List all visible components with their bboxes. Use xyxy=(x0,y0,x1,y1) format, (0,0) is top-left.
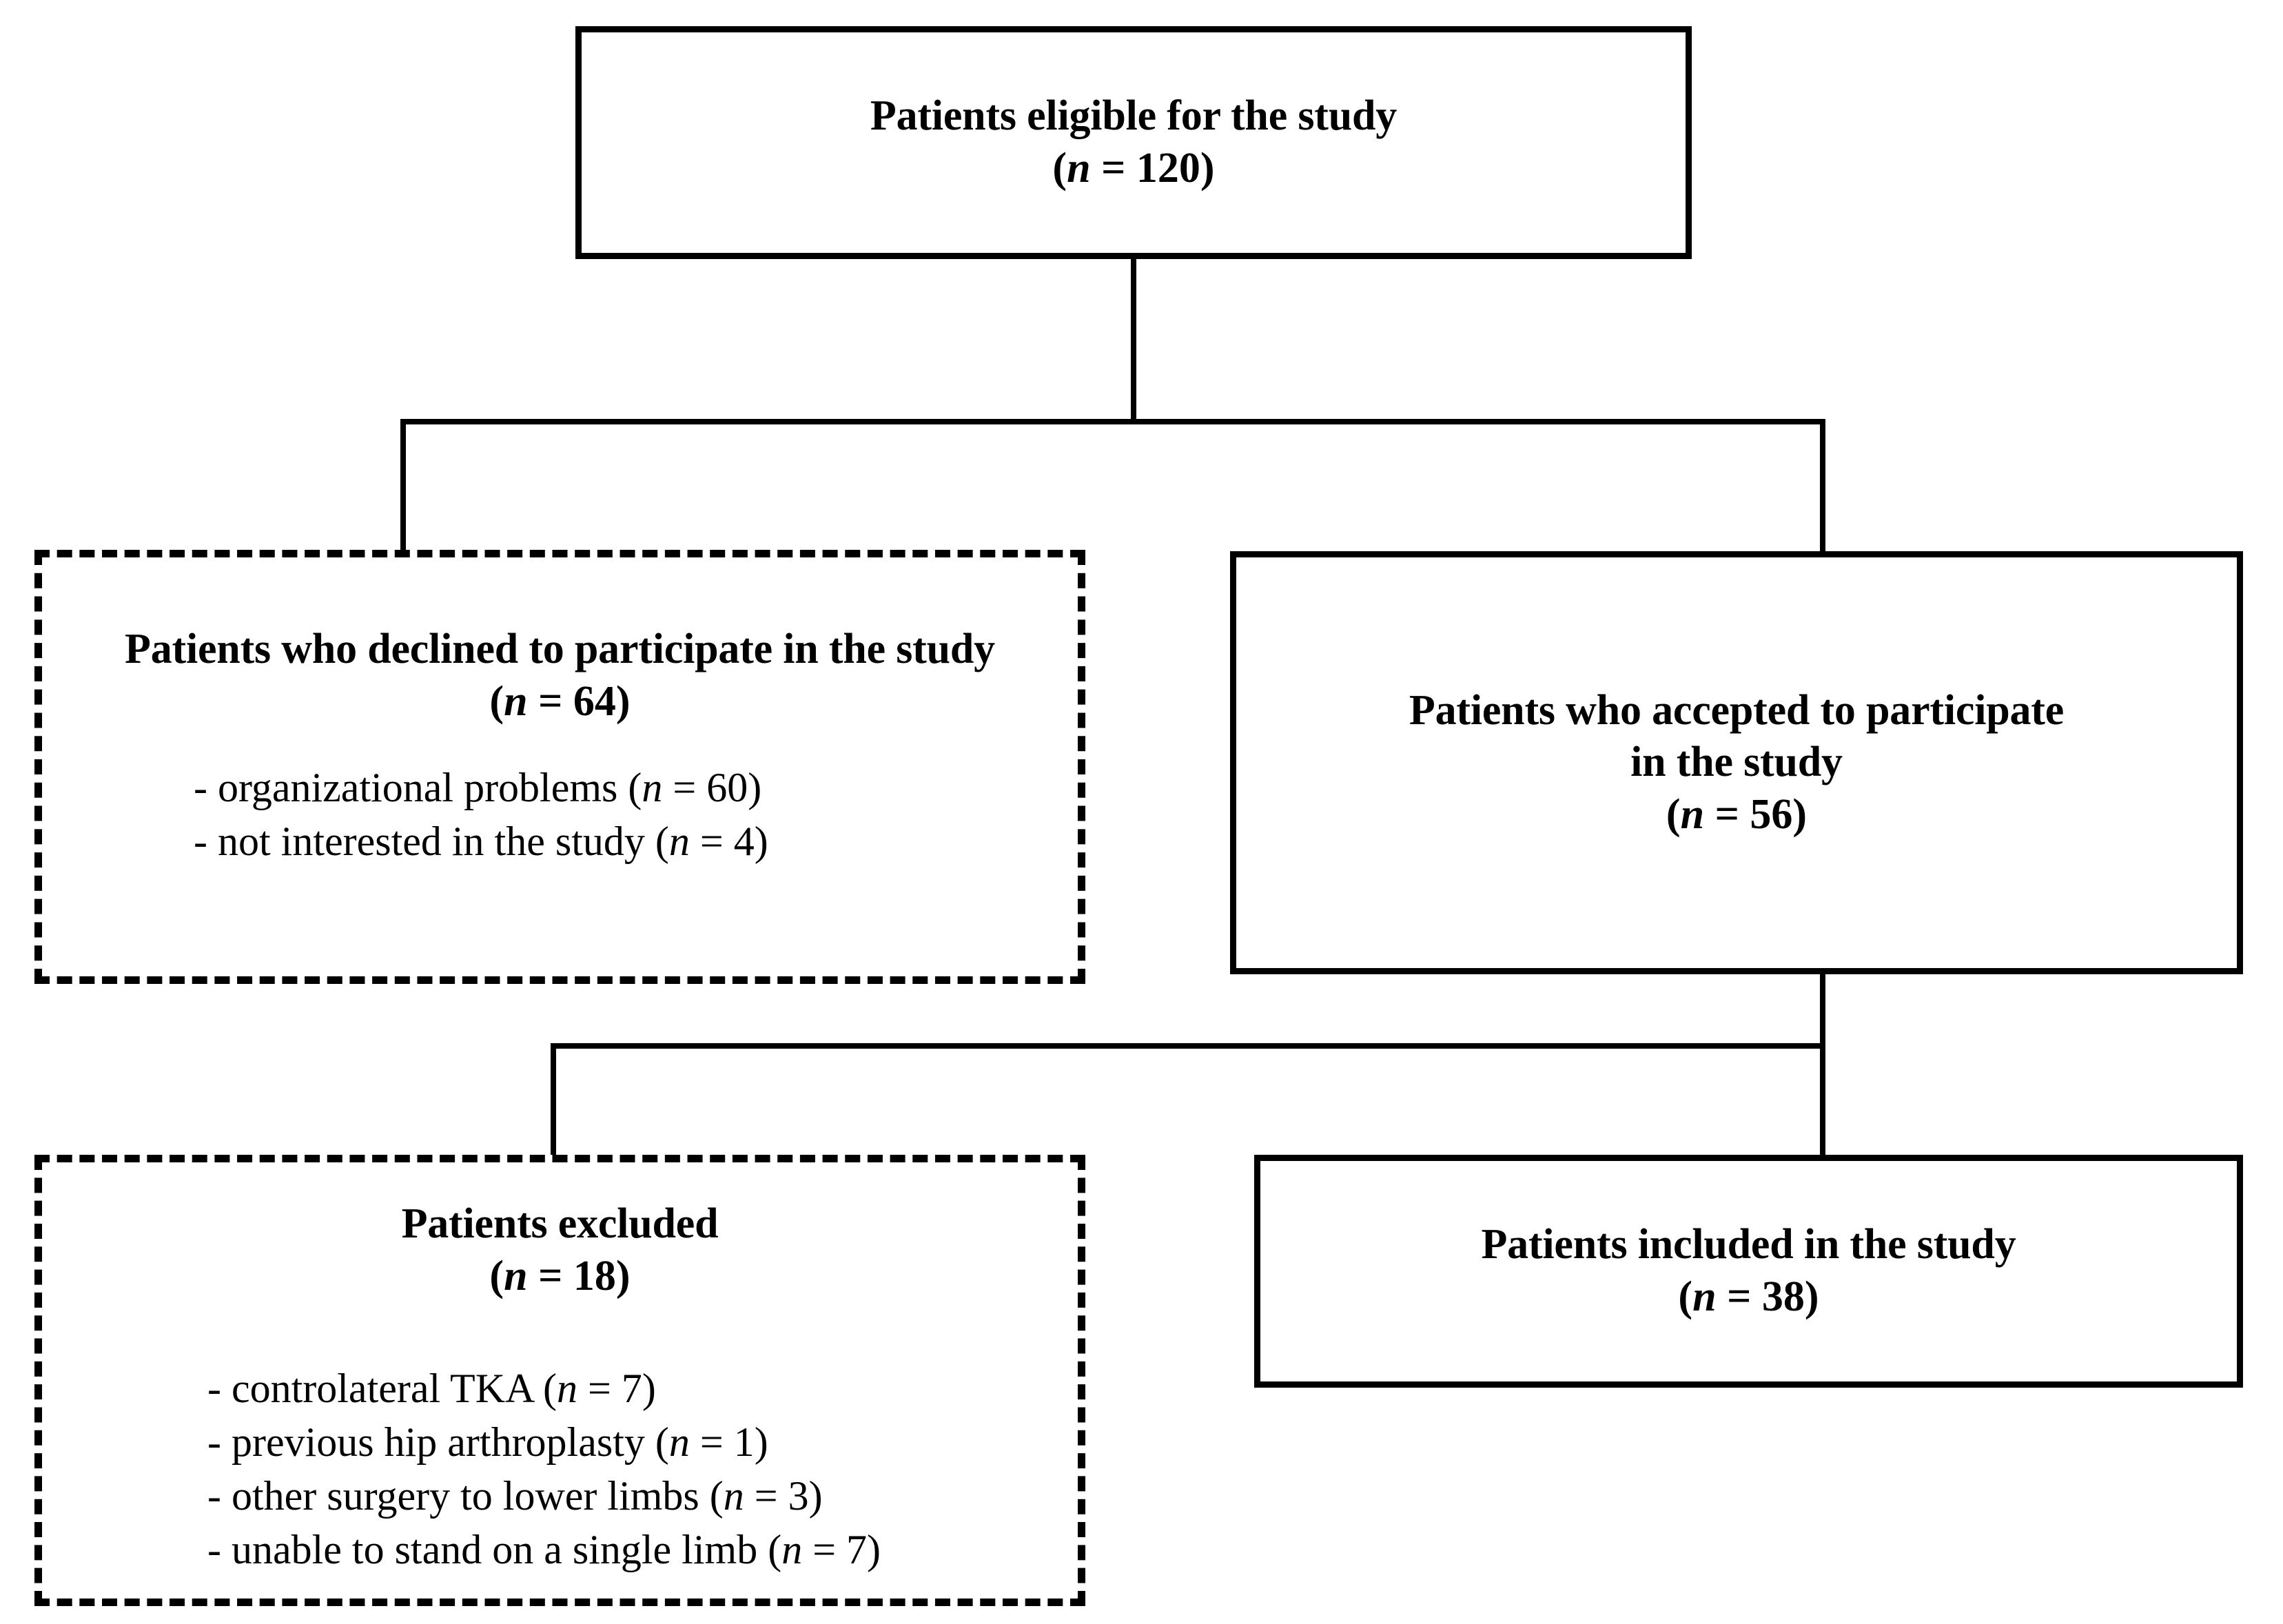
italic-n: n xyxy=(1067,145,1091,192)
node-patients-included: Patients included in the study (n = 38) xyxy=(1254,1155,2243,1388)
node-accepted-count: (n = 56) xyxy=(1666,790,1808,838)
excluded-reason-0-label: - controlateral TKA ( xyxy=(207,1366,557,1412)
edge-branch2-to-excluded xyxy=(551,1043,556,1160)
excluded-reason-2-close: ) xyxy=(808,1473,823,1519)
declined-reason-1-value: 4 xyxy=(733,819,755,865)
excluded-reason-1-value: 1 xyxy=(733,1419,755,1466)
declined-reason-1-label: - not interested in the study ( xyxy=(194,819,669,865)
italic-n: n xyxy=(668,1419,690,1466)
node-patients-declined: Patients who declined to participate in … xyxy=(34,550,1085,984)
edge-branch1-to-declined xyxy=(400,419,406,557)
edge-branch2-bar xyxy=(551,1043,1825,1049)
node-included-title: Patients included in the study xyxy=(1481,1221,2016,1268)
declined-reason-0-eq: = xyxy=(662,765,707,811)
list-item: - previous hip arthroplasty (n = 1) xyxy=(207,1415,881,1469)
node-patients-excluded: Patients excluded (n = 18) - controlater… xyxy=(34,1155,1085,1606)
edge-branch1-to-accepted xyxy=(1820,419,1825,554)
declined-reason-0-close: ) xyxy=(748,765,762,811)
excluded-reason-2-eq: = xyxy=(744,1473,788,1519)
italic-n: n xyxy=(1680,790,1705,838)
edge-accepted-to-branch2 xyxy=(1820,972,1825,1049)
excluded-reason-0-close: ) xyxy=(642,1366,656,1412)
italic-n: n xyxy=(504,1252,528,1299)
excluded-reason-3-close: ) xyxy=(867,1527,881,1573)
list-item: - controlateral TKA (n = 7) xyxy=(207,1361,881,1415)
node-excluded-count: (n = 18) xyxy=(489,1252,631,1299)
edge-branch1-bar xyxy=(400,419,1825,424)
declined-reason-0-label: - organizational problems ( xyxy=(194,765,642,811)
declined-reason-1-close: ) xyxy=(754,819,768,865)
excluded-reason-0-value: 7 xyxy=(621,1366,642,1412)
node-declined-count: (n = 64) xyxy=(489,677,631,725)
declined-reason-1-eq: = xyxy=(689,819,734,865)
excluded-reason-1-eq: = xyxy=(689,1419,734,1466)
excluded-reason-2-value: 3 xyxy=(788,1473,809,1519)
list-item: - organizational problems (n = 60) xyxy=(194,761,768,814)
italic-n: n xyxy=(668,819,690,865)
italic-n: n xyxy=(1692,1273,1717,1320)
node-declined-title: Patients who declined to participate in … xyxy=(125,626,995,672)
declined-reason-0-value: 60 xyxy=(706,765,748,811)
italic-n: n xyxy=(504,677,528,725)
node-patients-eligible: Patients eligible for the study (n = 120… xyxy=(575,26,1692,259)
excluded-reason-1-close: ) xyxy=(754,1419,768,1466)
italic-n: n xyxy=(557,1366,578,1412)
excluded-reason-1-label: - previous hip arthroplasty ( xyxy=(207,1419,669,1466)
excluded-reason-2-label: - other surgery to lower limbs ( xyxy=(207,1473,724,1519)
node-patients-accepted: Patients who accepted to participate in … xyxy=(1230,551,2243,974)
node-eligible-count: (n = 120) xyxy=(1052,145,1215,192)
edge-eligible-to-branch1 xyxy=(1131,256,1136,423)
list-item: - unable to stand on a single limb (n = … xyxy=(207,1523,881,1576)
excluded-reason-3-label: - unable to stand on a single limb ( xyxy=(207,1527,782,1573)
node-excluded-count-value: 18 xyxy=(573,1252,616,1299)
excluded-reason-list: - controlateral TKA (n = 7) - previous h… xyxy=(207,1361,881,1576)
list-item: - other surgery to lower limbs (n = 3) xyxy=(207,1469,881,1523)
edge-branch2-to-included xyxy=(1820,1043,1825,1155)
node-eligible-title: Patients eligible for the study xyxy=(870,92,1398,140)
list-item: - not interested in the study (n = 4) xyxy=(194,814,768,868)
node-declined-count-value: 64 xyxy=(573,677,616,725)
declined-reason-list: - organizational problems (n = 60) - not… xyxy=(194,761,768,868)
italic-n: n xyxy=(642,765,663,811)
excluded-reason-3-value: 7 xyxy=(846,1527,868,1573)
node-included-count: (n = 38) xyxy=(1678,1273,1819,1320)
italic-n: n xyxy=(723,1473,744,1519)
node-included-count-value: 38 xyxy=(1761,1273,1805,1320)
node-accepted-count-value: 56 xyxy=(1750,790,1793,838)
excluded-reason-3-eq: = xyxy=(802,1527,847,1573)
excluded-reason-0-eq: = xyxy=(577,1366,622,1412)
node-excluded-title: Patients excluded xyxy=(401,1200,719,1247)
node-accepted-title: Patients who accepted to participate in … xyxy=(1409,686,2065,786)
node-eligible-count-value: 120 xyxy=(1136,145,1200,192)
italic-n: n xyxy=(781,1527,803,1573)
